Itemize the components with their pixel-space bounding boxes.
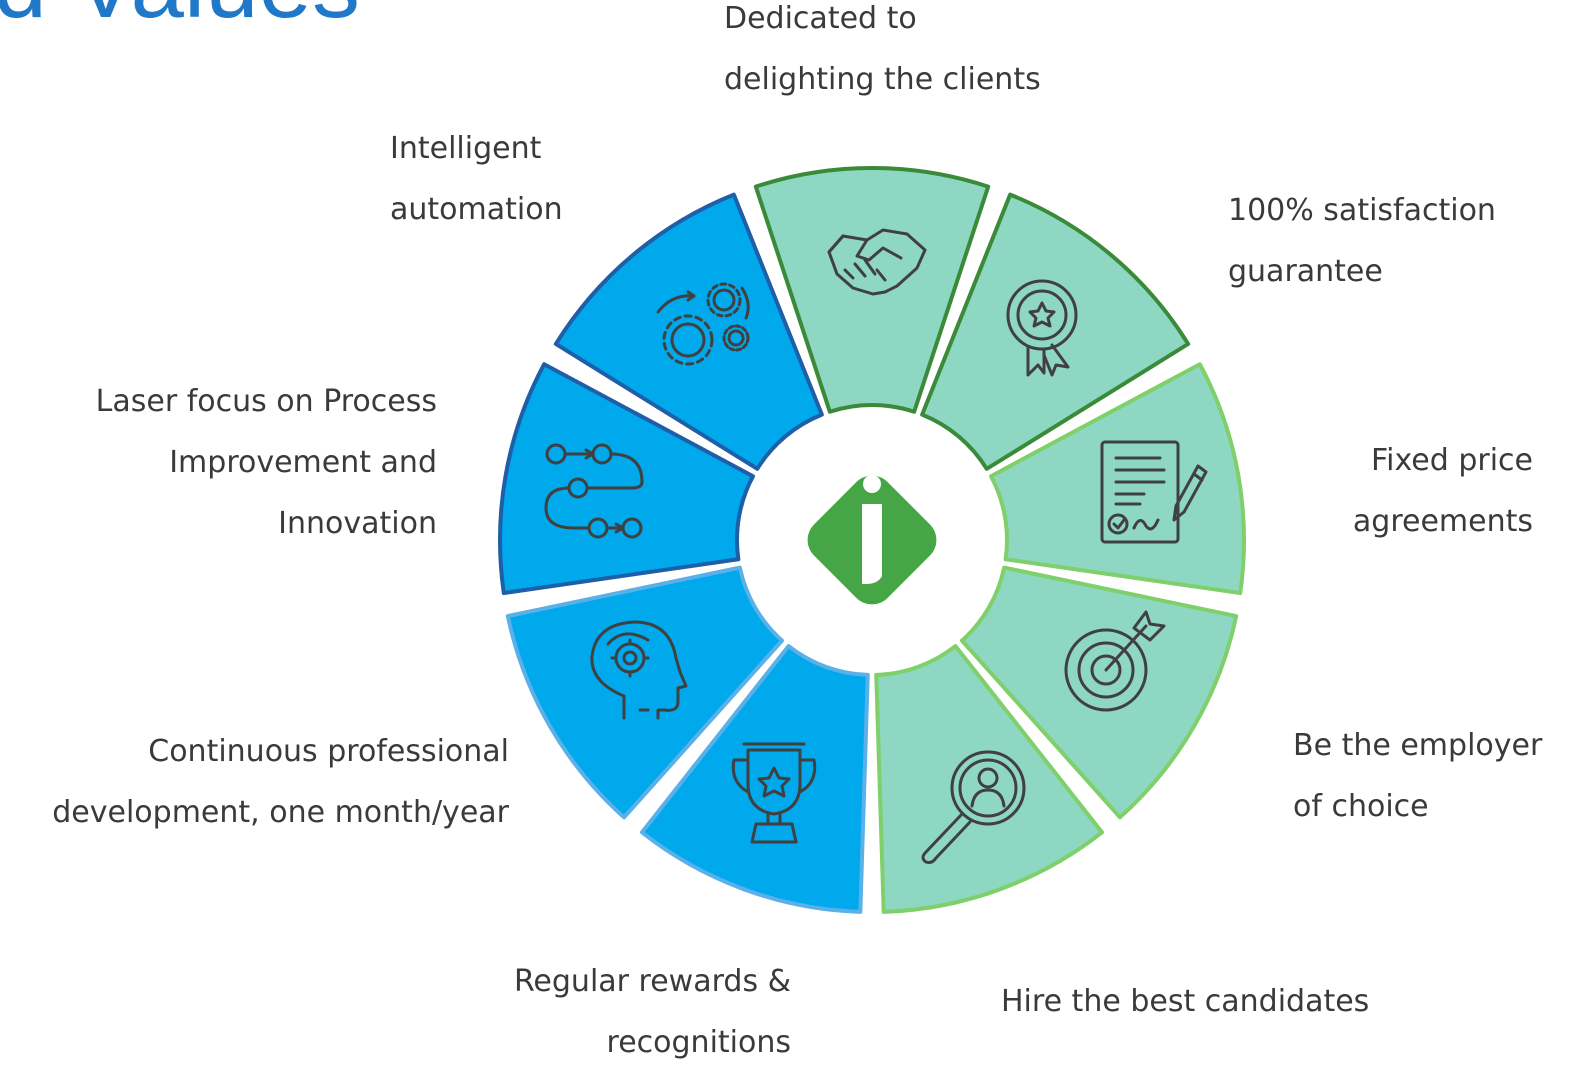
label-best-candidates: Hire the best candidates <box>1001 984 1370 1019</box>
contract-signing-icon <box>1100 440 1208 544</box>
wheel-segment-fixed-price <box>988 362 1246 596</box>
company-logo-icon <box>807 475 937 605</box>
wheel-segment-employer-of-choice <box>959 565 1239 820</box>
trophy-icon <box>731 742 817 844</box>
wheel-segment-satisfaction-guarantee <box>920 192 1191 471</box>
handshake-icon <box>827 228 927 296</box>
gears-icon <box>656 282 750 366</box>
wheel-segments <box>498 166 1246 914</box>
wheel-segment-process-improvement <box>498 362 756 596</box>
wheel-segment-automation <box>553 192 824 471</box>
wheel-segment-professional-development <box>505 565 785 820</box>
target-icon <box>1064 610 1166 712</box>
head-gear-icon <box>590 620 688 720</box>
wheel-segment-delighting-clients <box>753 166 991 414</box>
label-rewards: Regular rewards &recognitions <box>513 964 791 1060</box>
process-flow-icon <box>544 443 644 539</box>
award-ribbon-icon <box>1006 279 1078 377</box>
page-title: d Values <box>0 0 380 40</box>
candidate-search-icon <box>921 750 1026 864</box>
wheel-segment-rewards <box>639 644 870 914</box>
